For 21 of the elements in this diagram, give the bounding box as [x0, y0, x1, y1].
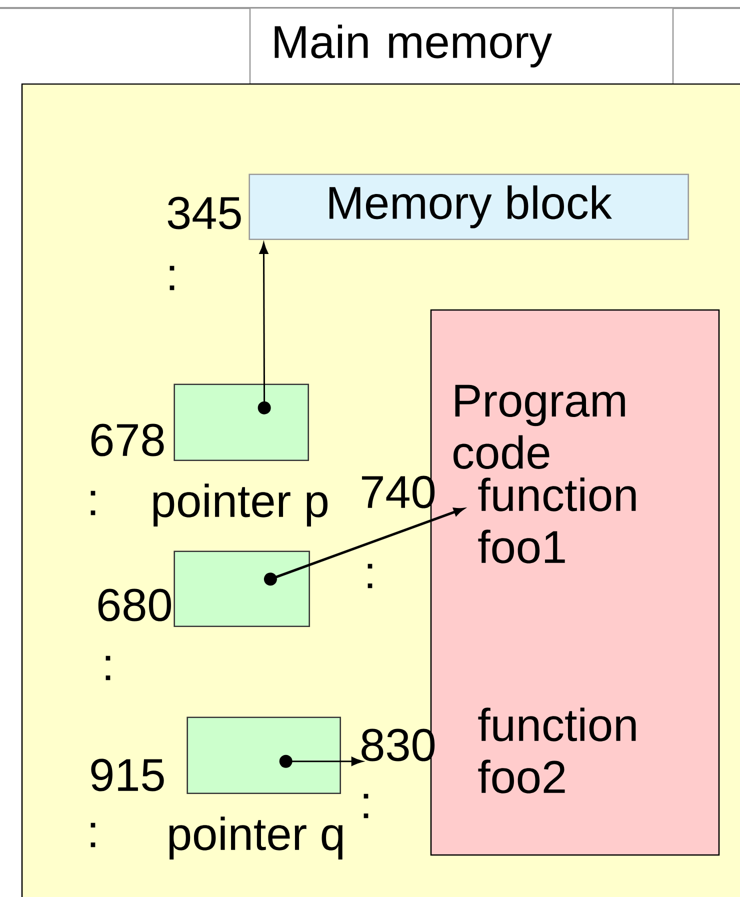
function-label: function foo1	[478, 478, 636, 564]
ellipsis: :	[90, 822, 96, 848]
pointer-name: pointer p	[153, 484, 328, 526]
ellipsis: :	[106, 656, 110, 680]
address-label: 678	[91, 424, 164, 456]
address-label: 680	[98, 588, 171, 622]
arrow	[279, 754, 363, 768]
pointer-box	[186, 716, 341, 794]
pointer-box	[174, 384, 309, 461]
address-label: 915	[91, 758, 164, 792]
ellipsis: :	[368, 564, 372, 588]
memory-block: Memory block	[248, 174, 689, 240]
ellipsis: :	[170, 266, 174, 290]
address-label: 345	[168, 196, 241, 230]
ellipsis: :	[364, 794, 368, 818]
pointer-name: pointer q	[169, 816, 342, 860]
ellipsis: :	[90, 490, 96, 516]
pointer-box	[174, 550, 310, 627]
arrow	[258, 242, 271, 414]
title-tab: Main memory	[249, 7, 674, 85]
function-label: function foo2	[478, 708, 636, 794]
